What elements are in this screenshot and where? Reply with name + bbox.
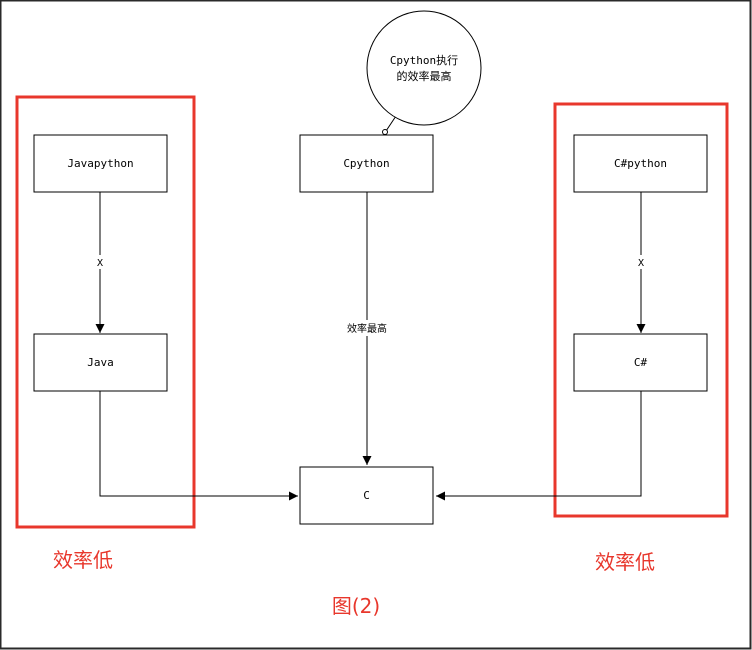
- note-bubble: [366, 10, 482, 126]
- node-c-label: C: [363, 489, 370, 502]
- node-csharp: [573, 333, 708, 392]
- node-java: [33, 333, 168, 392]
- node-csharp-label: C#: [634, 356, 648, 369]
- node-c: [299, 466, 434, 525]
- left-group-box: [15, 95, 196, 529]
- edge-label-right-x: X: [638, 258, 644, 269]
- bubble-connector: [385, 115, 397, 132]
- edge-label-right-bg: [634, 255, 648, 269]
- left-group-label: 效率低: [53, 548, 113, 572]
- edge-label-left-x: X: [97, 258, 103, 269]
- node-javapython: [33, 134, 168, 193]
- bubble-anchor-dot: [382, 129, 388, 135]
- edge-label-center: 效率最高: [347, 322, 387, 335]
- node-javapython-label: Javapython: [67, 157, 133, 170]
- note-bubble-line1: Cpython执行: [390, 53, 458, 67]
- edge-csharp-c: [436, 391, 642, 501]
- right-group-label: 效率低: [595, 550, 655, 574]
- node-csharp-python: [573, 134, 708, 193]
- right-group-box: [553, 102, 729, 518]
- figure-caption: 图(2): [332, 594, 380, 618]
- node-cpython: [299, 134, 434, 193]
- edge-label-center-bg: [342, 320, 392, 336]
- node-csharp-python-label: C#python: [614, 157, 667, 170]
- node-java-label: Java: [87, 356, 114, 369]
- note-bubble-line2: 的效率最高: [397, 69, 452, 83]
- node-cpython-label: Cpython: [343, 157, 389, 170]
- edge-label-left-bg: [93, 255, 107, 269]
- edge-java-c: [99, 391, 298, 501]
